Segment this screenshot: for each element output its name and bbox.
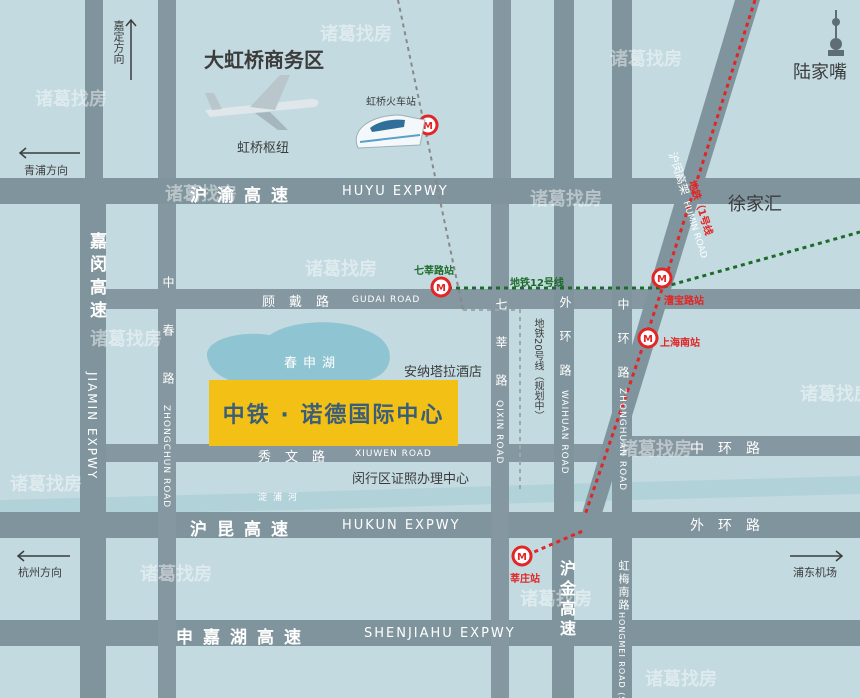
chunshen-lake-label: 春申湖 [284,356,342,371]
pudong-arrow-icon [790,550,844,562]
shenjiahu-en: SHENJIAHU EXPWY [364,626,516,641]
hongqiao-hub-label: 虹桥枢纽 [237,141,290,156]
watermark: 诸葛找房 [305,259,377,280]
xiuwen-cn: 秀文路 [258,450,340,465]
watermark: 诸葛找房 [35,89,107,110]
hongqiao-rail-label: 虹桥火车站 [366,97,416,108]
metro-line-1 [583,0,757,516]
train-icon [355,114,426,149]
hukun-expwy [0,512,860,538]
huyu-en: HUYU EXPWY [342,184,449,199]
watermark: 诸葛找房 [10,474,82,495]
shenjiahu-cn: 申嘉湖高速 [176,628,311,648]
hongmei-en: HONGMEI ROAD (S) [617,612,626,698]
metro-line-20 [463,309,521,490]
airplane-icon [205,75,319,130]
watermark: 诸葛找房 [140,564,212,585]
dianpu-river [0,476,860,516]
district-lujiazui: 陆家嘴 [793,62,847,83]
shenjiahu-expwy [0,620,860,646]
svg-text:M: M [643,334,653,345]
xinzhuang-station-label: 莘庄站 [510,574,540,585]
gudai-cn: 顾戴路 [262,295,344,310]
metro-line-xinzhuang [526,528,586,557]
hangzhou-arrow-icon [16,550,70,562]
anantara-label: 安纳塔拉酒店 [404,365,483,380]
district-xujiahui: 徐家汇 [728,194,782,215]
hongmei-cn: 虹梅南路 [617,560,630,612]
watermark: 诸葛找房 [645,669,717,690]
huyu-cn: 沪渝高速 [190,186,298,206]
hukun-cn: 沪昆高速 [190,520,298,540]
road-b [493,0,511,178]
watermark: 诸葛找房 [520,589,592,610]
zhongchun-cn: 中春路 [161,276,175,420]
pearl-tower-icon [828,10,844,56]
qixin-station-label: 七莘路站 [414,266,454,277]
zhonghuan-cn: 中环路 [616,298,630,400]
zhonghuan-h-label: 中环路 [690,441,774,457]
hujin-cn: 沪金高速 [557,560,576,640]
svg-text:M: M [517,552,527,563]
xiuwen-road [100,444,620,462]
waihuan-cn: 外环路 [558,296,572,398]
jiamin-cn: 嘉闵高速 [86,232,106,324]
zhongchun-road [158,204,176,698]
watermark: 诸葛找房 [530,189,602,210]
waihuan-h-label: 外环路 [690,518,774,534]
jiading-arrow-icon [125,18,137,80]
xiuwen-en: XIUWEN ROAD [355,449,432,459]
waihuan-en: WAIHUAN ROAD [559,390,569,475]
huyu-expwy [0,178,860,204]
direction-qingpu: 青浦方向 [24,164,68,177]
watermark: 诸葛找房 [320,24,392,45]
road-a [158,0,176,178]
direction-hangzhou: 杭州方向 [18,566,62,579]
xinzhuang-station-icon: M [511,545,533,567]
qixin-en: QIXIN ROAD [494,400,504,465]
shanghai-south-icon: M [637,327,659,349]
hujin-expwy [552,538,574,698]
qixin-road [491,204,509,698]
zhongchun-en: ZHONGCHUN ROAD [161,405,171,509]
shanghai-south-label: 上海南站 [660,338,700,349]
watermark: 诸葛找房 [165,184,237,205]
zhonghuan-en: ZHONGHUAN ROAD [617,388,627,492]
project-marker: 中铁 · 诺德国际中心 [209,380,458,446]
dianpu-river-label: 淀浦河 [258,493,304,503]
svg-text:M: M [423,121,433,132]
line20-label: 地铁20号线（规划中） [532,318,543,421]
jiamin-en: JIAMIN EXPWY [85,372,99,481]
gudai-road [100,289,860,309]
qingpu-arrow-icon [18,147,80,159]
jiading-road [85,0,103,178]
direction-pudong: 浦东机场 [793,566,837,579]
direction-jiading: 嘉定方向 [112,20,125,64]
minhang-cert-label: 闵行区证照办理中心 [352,472,470,487]
line12-label: 地铁12号线 [510,278,564,289]
gudai-en: GUDAI ROAD [352,295,421,305]
caobao-station-icon: M [651,267,673,289]
qixin-cn: 七莘路 [494,298,508,412]
watermark: 诸葛找房 [90,329,162,350]
watermark: 诸葛找房 [800,384,860,405]
zhonghuan-road [612,0,632,698]
chunshen-lake [206,322,390,385]
watermark: 诸葛找房 [610,49,682,70]
svg-text:M: M [657,274,667,285]
watermark: 诸葛找房 [620,439,692,460]
zhonghuan-road-east [620,436,860,456]
caobao-station-label: 漕宝路站 [664,296,704,307]
district-hongqiao: 大虹桥商务区 [204,48,324,72]
jiamin-expwy [80,204,106,698]
waihuan-road [554,0,574,698]
svg-text:M: M [436,283,446,294]
hukun-en: HUKUN EXPWY [342,518,461,533]
qixin-station-icon: M [430,276,452,298]
